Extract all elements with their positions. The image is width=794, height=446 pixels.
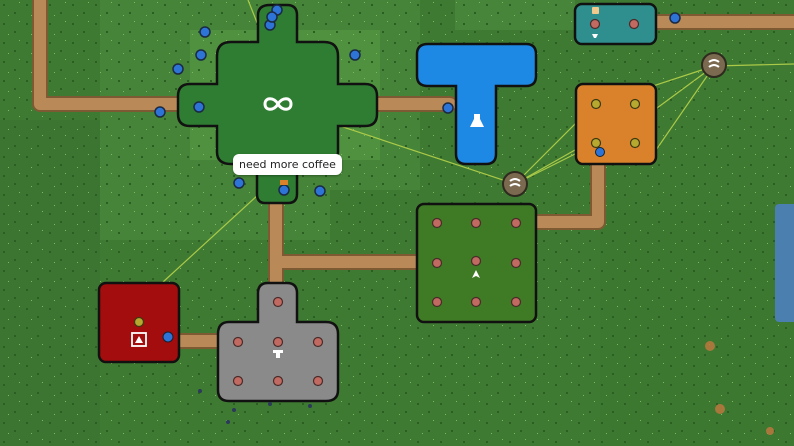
cup-icon bbox=[592, 7, 599, 14]
flask-icon bbox=[470, 114, 484, 127]
hub-building[interactable] bbox=[176, 3, 379, 205]
slot-marker bbox=[133, 316, 145, 328]
trade-post-building[interactable] bbox=[574, 82, 658, 166]
tool-icon bbox=[592, 34, 598, 38]
worker-carrying[interactable] bbox=[278, 180, 290, 196]
machine-slots bbox=[232, 296, 324, 387]
coin-icon bbox=[708, 59, 720, 68]
apartment-building[interactable] bbox=[97, 281, 181, 364]
home-icon bbox=[131, 332, 147, 347]
worker-unit[interactable] bbox=[162, 331, 174, 343]
coin-node[interactable] bbox=[502, 171, 528, 197]
water-edge bbox=[775, 204, 794, 322]
slot-markers bbox=[590, 98, 641, 149]
coin-icon bbox=[509, 178, 521, 187]
slot-marker bbox=[589, 18, 601, 30]
coin-node[interactable] bbox=[701, 52, 727, 78]
tool-icon bbox=[273, 350, 283, 358]
speech-bubble-text: need more coffee bbox=[239, 158, 336, 171]
worker-units[interactable] bbox=[154, 4, 681, 197]
slot-marker bbox=[628, 18, 640, 30]
workshop-building[interactable] bbox=[216, 281, 340, 403]
worker-unit[interactable] bbox=[595, 147, 605, 157]
infinity-icon bbox=[263, 97, 293, 111]
terrain-pebbles bbox=[198, 341, 774, 435]
cafe-building[interactable] bbox=[573, 2, 658, 46]
sprout-icon bbox=[472, 270, 480, 278]
crop-slots bbox=[431, 217, 522, 308]
research-lab-building[interactable] bbox=[415, 42, 538, 166]
speech-bubble: need more coffee bbox=[233, 154, 342, 175]
farm-building[interactable] bbox=[415, 202, 538, 324]
